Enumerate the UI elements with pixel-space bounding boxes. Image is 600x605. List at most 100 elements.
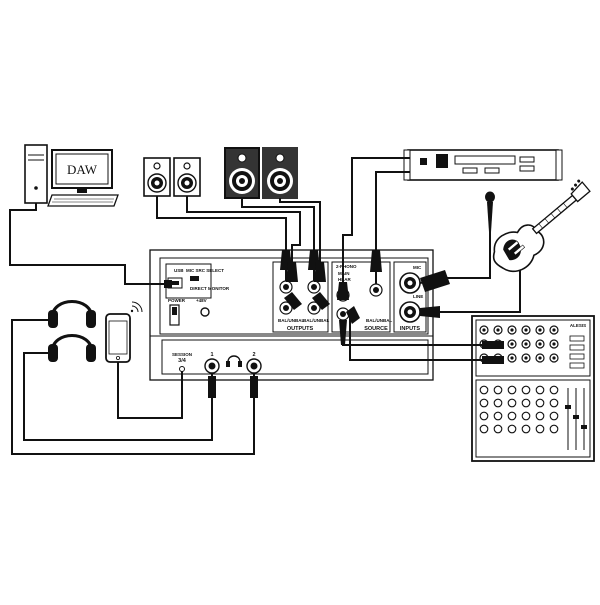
source-sub-label: BAL/UNBAL xyxy=(366,318,392,323)
channel-knob[interactable] xyxy=(507,398,517,408)
channel-knob[interactable] xyxy=(493,411,503,421)
mic-src-select-switch[interactable] xyxy=(190,276,199,281)
channel-knob[interactable] xyxy=(521,398,531,408)
channel-knob[interactable] xyxy=(507,385,517,395)
mic-select-label: MIC SRC SELECT xyxy=(186,268,224,273)
phones-jack-1[interactable] xyxy=(204,358,220,374)
input-level-label: +48V xyxy=(196,298,207,303)
channel-knob[interactable] xyxy=(535,385,545,395)
input-2-label: LINE xyxy=(413,294,423,299)
mixer-switch[interactable] xyxy=(569,335,585,342)
phones-2-label: 2 xyxy=(252,352,255,358)
cable-phone xyxy=(117,362,183,419)
plug-usb xyxy=(164,280,172,288)
channel-knob[interactable] xyxy=(521,411,531,421)
output-jack-2[interactable] xyxy=(279,301,293,315)
outputs-sub-label-1: BAL/UNBAL xyxy=(278,318,304,323)
channel-knob[interactable] xyxy=(521,385,531,395)
channel-knob[interactable] xyxy=(549,411,559,421)
daw-label: DAW xyxy=(67,162,98,177)
channel-knob[interactable] xyxy=(507,411,517,421)
session-num-label: 3/4 xyxy=(178,358,187,364)
large-monitor-left xyxy=(224,147,260,199)
channel-knob[interactable] xyxy=(479,411,489,421)
power-jack[interactable] xyxy=(200,307,210,317)
mixer-brand-label: ALESIS xyxy=(570,323,586,328)
outputs-sub-label-2: BAL/UNBAL xyxy=(303,318,329,323)
combo-input-1[interactable] xyxy=(399,272,421,294)
mixer-switch[interactable] xyxy=(569,362,585,369)
source-opt-2-label: HEAR xyxy=(338,277,352,282)
plug-phones-2 xyxy=(250,376,258,398)
cable-usb xyxy=(9,203,168,285)
phones-jack-2[interactable] xyxy=(246,358,262,374)
channel-knob[interactable] xyxy=(535,411,545,421)
mixer-fader[interactable] xyxy=(565,405,571,409)
pc-tower xyxy=(24,144,48,204)
mixer: ALESIS xyxy=(471,315,595,462)
channel-knob[interactable] xyxy=(507,424,517,434)
output-jack-4[interactable] xyxy=(307,301,321,315)
cable-mixer-b xyxy=(349,314,500,361)
cable-rack-right xyxy=(375,171,410,284)
channel-knob[interactable] xyxy=(549,385,559,395)
large-monitors xyxy=(224,147,298,199)
mixer-fader[interactable] xyxy=(573,415,579,419)
channel-knob[interactable] xyxy=(549,424,559,434)
cable-headphones-bottom xyxy=(23,352,213,441)
output-jack-3[interactable] xyxy=(307,280,321,294)
plug-source-3 xyxy=(370,250,382,272)
cable-guitar xyxy=(420,270,521,313)
mixer-switch[interactable] xyxy=(569,353,585,360)
headphones-bottom xyxy=(48,334,96,362)
mixer-fader[interactable] xyxy=(581,425,587,429)
large-monitor-right xyxy=(262,147,298,199)
channel-knob[interactable] xyxy=(549,398,559,408)
channel-knob[interactable] xyxy=(493,385,503,395)
input-1-label: MIC xyxy=(413,265,422,270)
output-jack-1[interactable] xyxy=(279,280,293,294)
channel-knob[interactable] xyxy=(493,424,503,434)
cable-small-monitor-right xyxy=(186,196,301,281)
channel-knob[interactable] xyxy=(479,398,489,408)
phones-1-label: 1 xyxy=(210,352,213,358)
channel-knob[interactable] xyxy=(535,424,545,434)
cable-large-monitor-left xyxy=(241,198,315,281)
cables xyxy=(9,157,521,455)
session-label: SESSION xyxy=(172,352,192,357)
mixer-controls xyxy=(479,325,587,450)
channel-knob[interactable] xyxy=(493,398,503,408)
cable-headphones-top xyxy=(11,319,255,455)
headphones-top xyxy=(48,300,96,328)
wireless-icon xyxy=(131,305,139,313)
cable-large-monitor-right xyxy=(279,198,321,281)
keyboard xyxy=(47,194,119,207)
small-monitor-left xyxy=(143,157,171,197)
source-label: SOURCE xyxy=(364,326,388,332)
channel-knob[interactable] xyxy=(535,398,545,408)
connectors xyxy=(164,250,504,398)
channel-knob[interactable] xyxy=(479,385,489,395)
small-monitors xyxy=(143,157,201,197)
channel-knob[interactable] xyxy=(479,424,489,434)
source-jack-3[interactable] xyxy=(369,283,383,297)
power-label: POWER xyxy=(168,298,186,303)
smartphone xyxy=(105,301,143,363)
headphone-icon xyxy=(227,355,241,363)
rack-unit xyxy=(403,149,563,181)
electric-guitar xyxy=(492,179,591,273)
mixer-switch[interactable] xyxy=(569,344,585,351)
computer: DAW xyxy=(24,144,119,207)
plug-xlr-mic xyxy=(420,270,450,292)
session-jack[interactable] xyxy=(179,366,185,372)
combo-input-2[interactable] xyxy=(399,301,421,323)
channel-knob[interactable] xyxy=(521,424,531,434)
cable-small-monitor-left xyxy=(156,196,287,281)
plug-phones-1 xyxy=(208,376,216,398)
plug-source-1 xyxy=(337,282,349,300)
microphone xyxy=(485,191,495,232)
source-top-label: 2-PHONO xyxy=(336,264,357,269)
inputs-label: INPUTS xyxy=(400,326,421,332)
